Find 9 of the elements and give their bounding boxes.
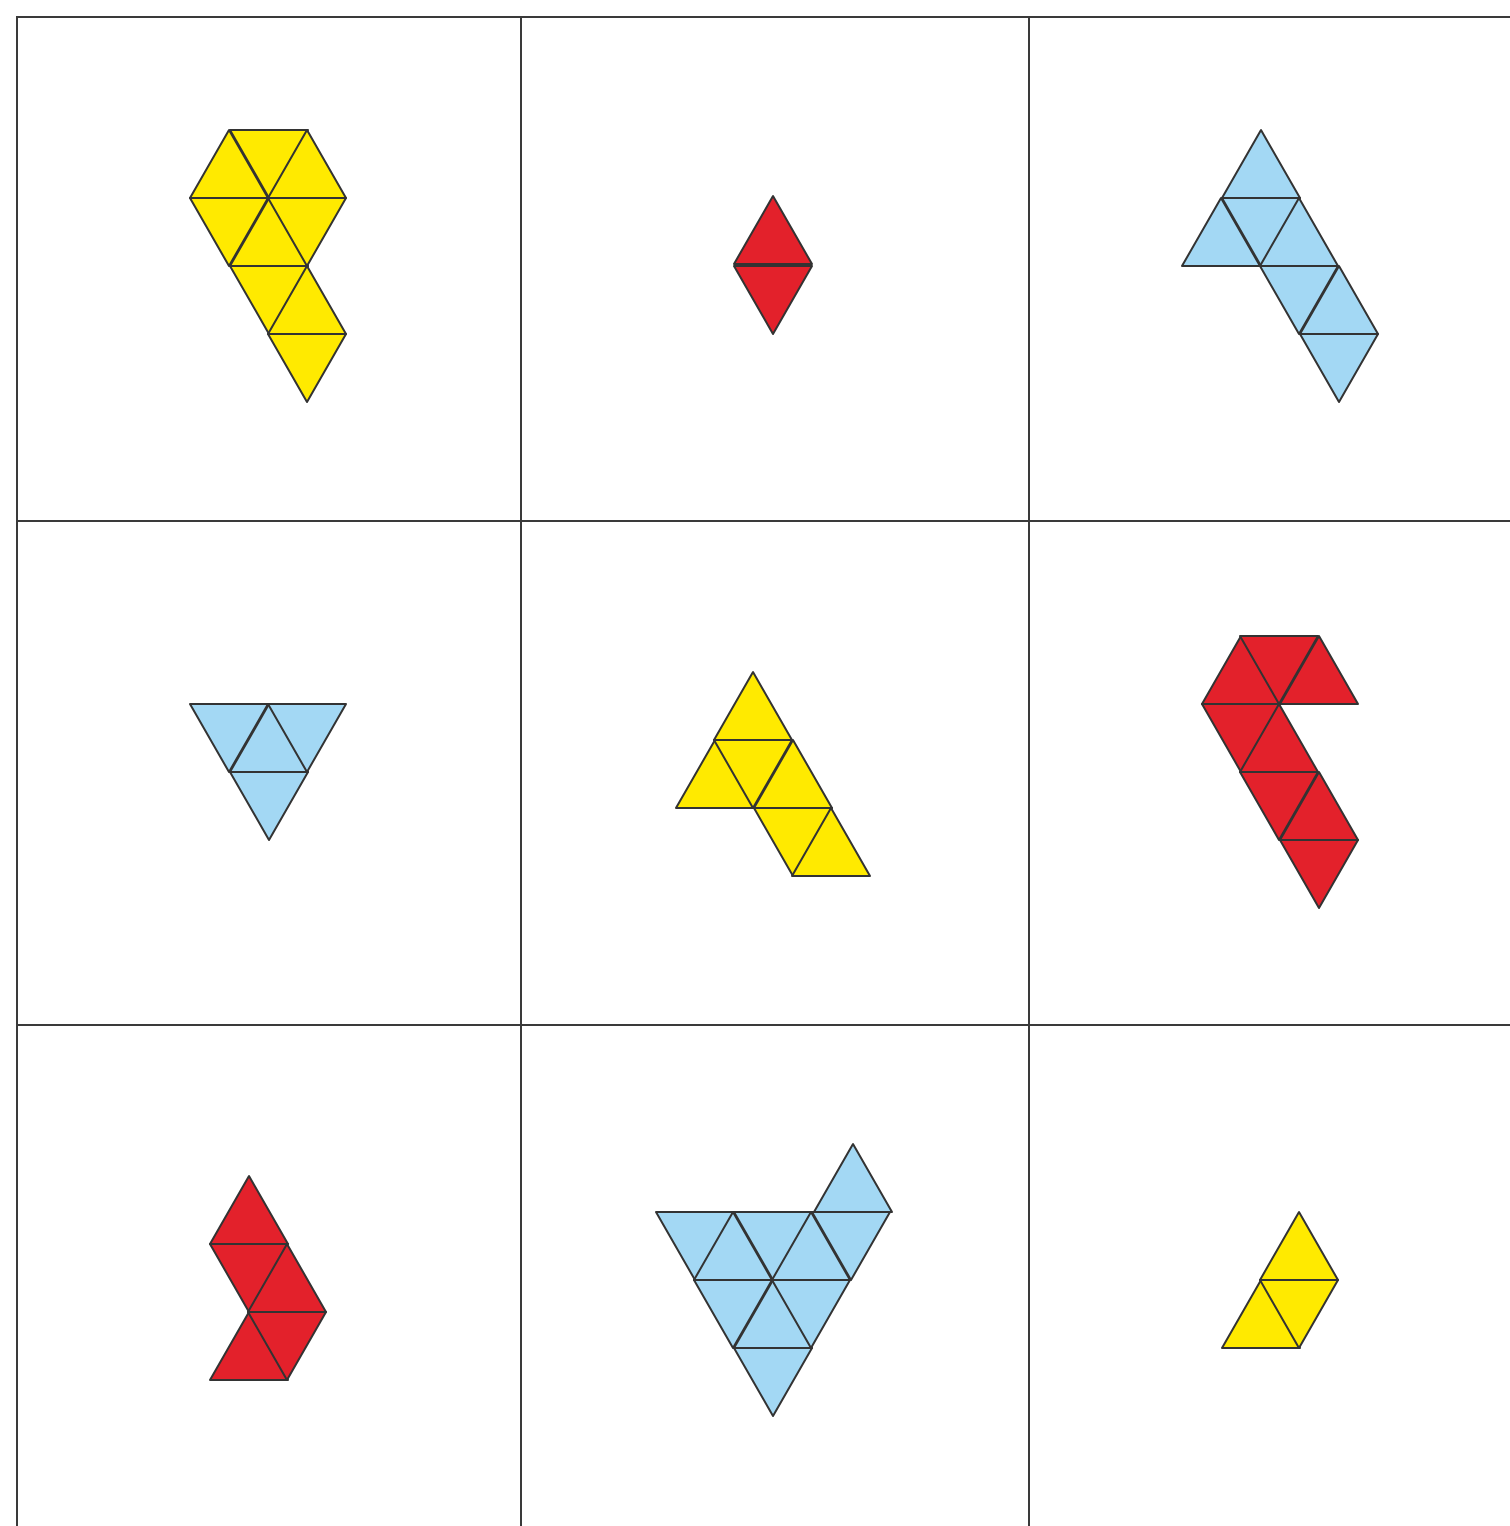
grid-cell xyxy=(1028,1024,1510,1526)
grid-cell xyxy=(1028,520,1510,1024)
grid-cell xyxy=(16,16,520,520)
grid-cell xyxy=(16,520,520,1024)
grid-cell xyxy=(520,1024,1028,1526)
grid-cell xyxy=(16,1024,520,1526)
grid-cell xyxy=(520,520,1028,1024)
grid-cell xyxy=(1028,16,1510,520)
grid-cell xyxy=(520,16,1028,520)
